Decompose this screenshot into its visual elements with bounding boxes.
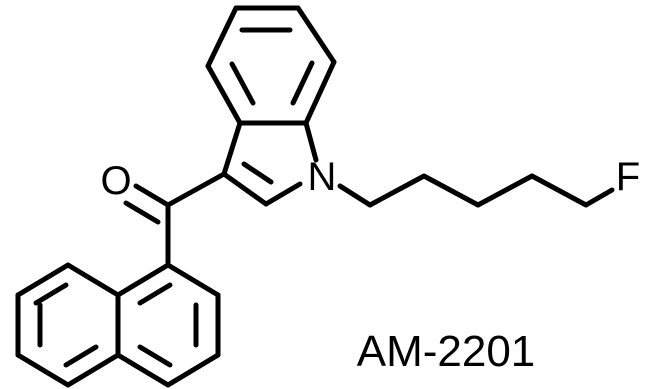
nitrogen-atom-label: N (308, 155, 337, 199)
fluorine-atom-label: F (616, 155, 640, 199)
bond (529, 173, 589, 208)
compound-name: AM-2201 (357, 327, 536, 376)
bond (205, 63, 243, 126)
bond (15, 352, 71, 388)
carbonyl-group (123, 171, 227, 268)
bond (421, 173, 481, 208)
bond (65, 352, 121, 388)
bond (115, 262, 171, 298)
bond (303, 59, 337, 126)
bond (205, 5, 239, 69)
bond-inner (137, 282, 173, 306)
bond (165, 262, 221, 298)
oxygen-atom-label: O (100, 159, 131, 203)
bond (303, 120, 319, 163)
indole-benzo-ring (205, 5, 337, 126)
bond (263, 181, 303, 207)
bond-inner (229, 61, 256, 106)
bond-inner (33, 282, 69, 306)
bond (295, 5, 337, 65)
bond (65, 262, 121, 298)
bond (165, 171, 227, 208)
bond-inner (290, 60, 315, 106)
bond (115, 352, 171, 388)
bond (367, 173, 427, 208)
indole-pyrrole-ring (221, 120, 319, 207)
bond (15, 262, 71, 298)
bond-double (133, 183, 171, 208)
fluoropentyl-chain (337, 173, 615, 208)
bond-double (123, 200, 161, 225)
bond (221, 171, 269, 207)
naphthalene-ring (15, 262, 221, 388)
bond-inner (63, 344, 99, 368)
bond (583, 187, 615, 208)
bond-inner (241, 161, 274, 185)
bond (165, 352, 221, 388)
bond (475, 173, 535, 208)
bond-inner (137, 344, 173, 368)
bond (337, 183, 373, 208)
bond (221, 120, 243, 177)
